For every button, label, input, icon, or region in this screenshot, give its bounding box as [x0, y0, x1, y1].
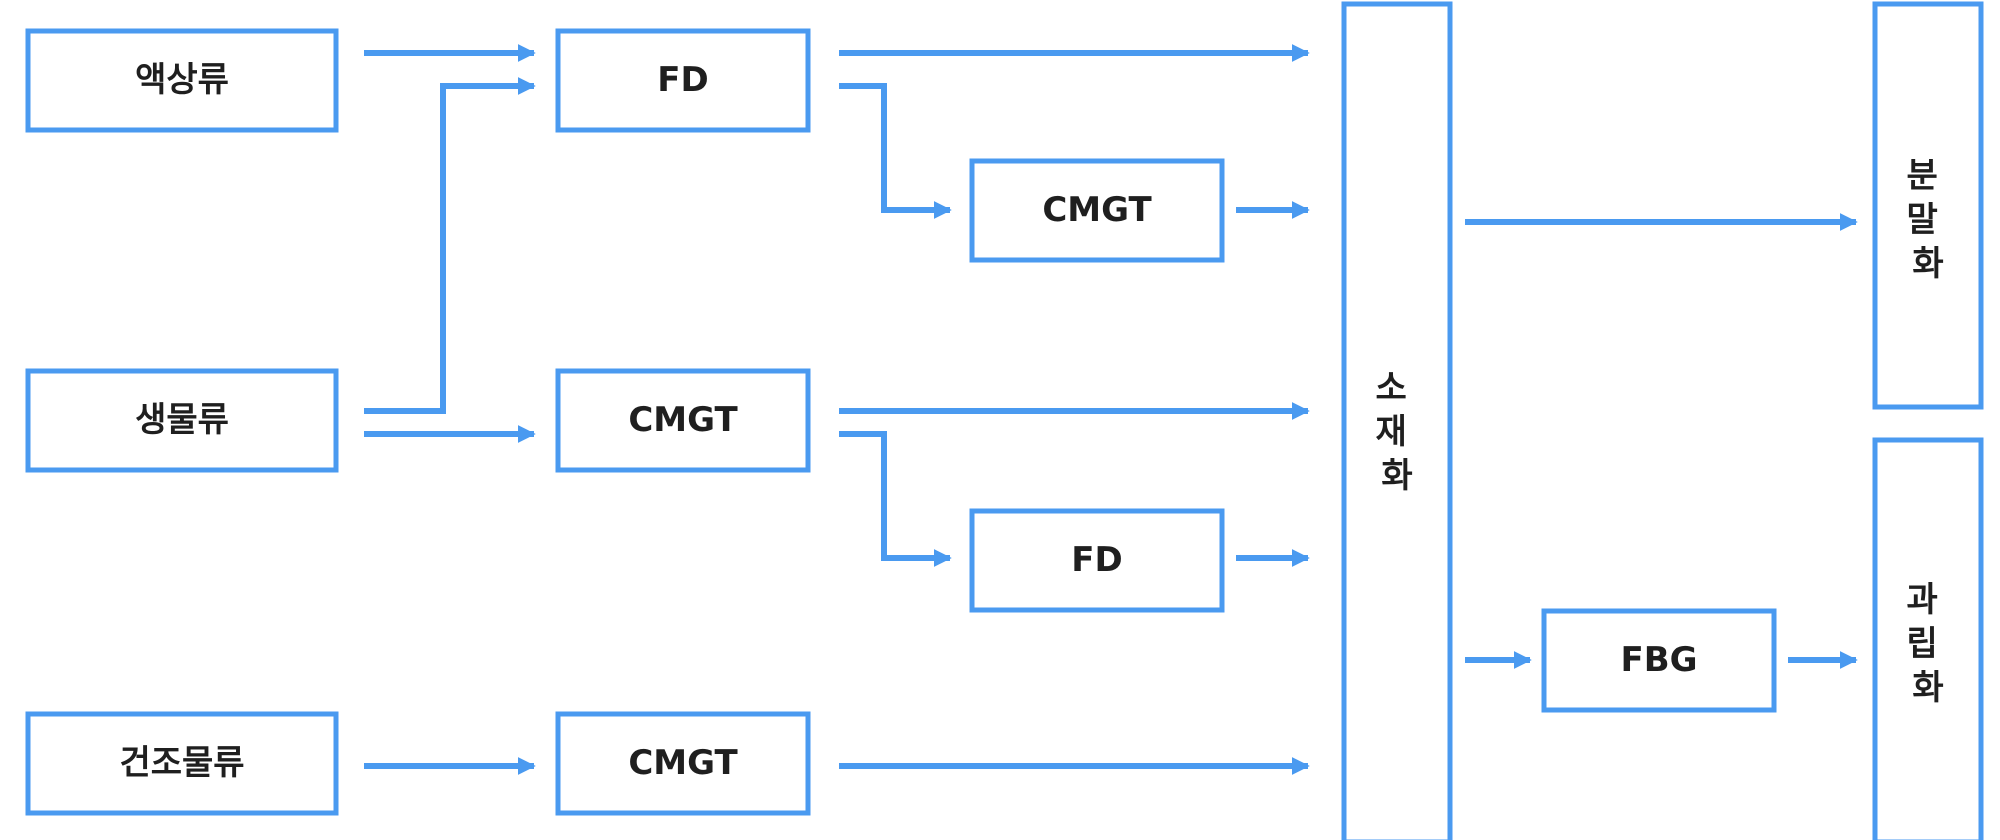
process-box-cmgt-top: CMGT: [969, 158, 1225, 263]
stage-box-powdering: 분 말 화: [1872, 1, 1984, 410]
input-label-liquid: 액상류: [135, 60, 229, 100]
process-label-fbg: FBG: [1620, 640, 1697, 680]
stage-label-materialization-char-2: 화: [1381, 456, 1412, 496]
input-box-liquid: 액상류: [25, 28, 339, 133]
process-label-cmgt-mid: CMGT: [628, 400, 738, 440]
stage-box-materialization: 소 재 화: [1341, 1, 1453, 840]
arrow-biological-to-fd: [364, 77, 536, 414]
process-label-fd-mid: FD: [1071, 540, 1122, 580]
stage-label-granulation-char-0: 과: [1906, 580, 1937, 620]
stage-label-powdering-char-2: 화: [1912, 244, 1943, 284]
process-box-cmgt-mid: CMGT: [555, 368, 811, 473]
stage-label-granulation-char-1: 립: [1906, 624, 1937, 664]
process-label-fd-top: FD: [657, 60, 708, 100]
input-label-biological: 생물류: [135, 400, 229, 440]
stage-label-materialization-char-1: 재: [1375, 412, 1406, 452]
process-box-cmgt-bottom: CMGT: [555, 711, 811, 816]
process-box-fbg: FBG: [1541, 608, 1777, 713]
input-box-dried: 건조물류: [25, 711, 339, 816]
process-label-cmgt-top: CMGT: [1042, 190, 1152, 230]
input-box-biological: 생물류: [25, 368, 339, 473]
process-label-cmgt-bottom: CMGT: [628, 743, 738, 783]
arrow-fd-to-cmgt: [839, 83, 952, 219]
stage-label-materialization: 소 재 화: [1375, 368, 1418, 496]
stage-label-powdering: 분 말 화: [1906, 156, 1949, 284]
input-label-dried: 건조물류: [119, 743, 244, 783]
process-box-fd-mid: FD: [969, 508, 1225, 613]
stage-label-powdering-char-0: 분: [1906, 156, 1937, 196]
stage-label-granulation: 과 립 화: [1906, 580, 1949, 708]
stage-label-granulation-char-2: 화: [1912, 668, 1943, 708]
stage-label-materialization-char-0: 소: [1375, 368, 1406, 408]
stage-label-powdering-char-1: 말: [1906, 200, 1937, 240]
process-box-fd-top: FD: [555, 28, 811, 133]
stage-box-granulation: 과 립 화: [1872, 437, 1984, 840]
arrow-cmgt-to-fd: [839, 431, 952, 567]
